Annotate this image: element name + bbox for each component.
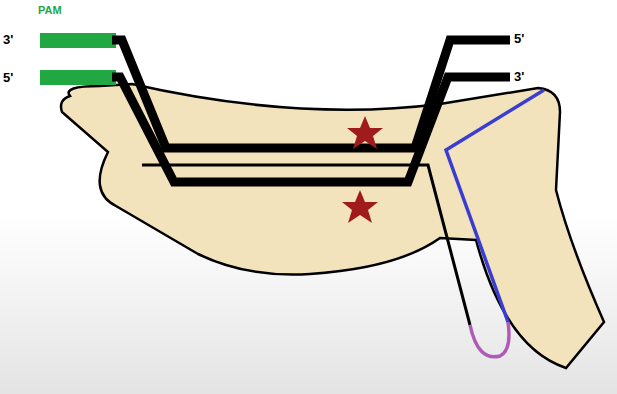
cut-site-star [347,116,383,149]
tracr-rna [446,90,544,322]
cut-site-star [342,190,378,223]
strand-end-label: 3' [3,33,13,46]
strand-end-label: 3' [514,70,524,83]
strand-end-label: 5' [3,71,13,84]
strand-end-label: 5' [514,32,524,45]
pam-label: PAM [38,5,62,16]
pam-top-strand [40,33,116,48]
pam-bottom-strand [40,70,116,85]
guide-rna-spacer [142,165,470,325]
guide-rna-loop [470,322,509,357]
dna-top-strand [112,40,510,148]
